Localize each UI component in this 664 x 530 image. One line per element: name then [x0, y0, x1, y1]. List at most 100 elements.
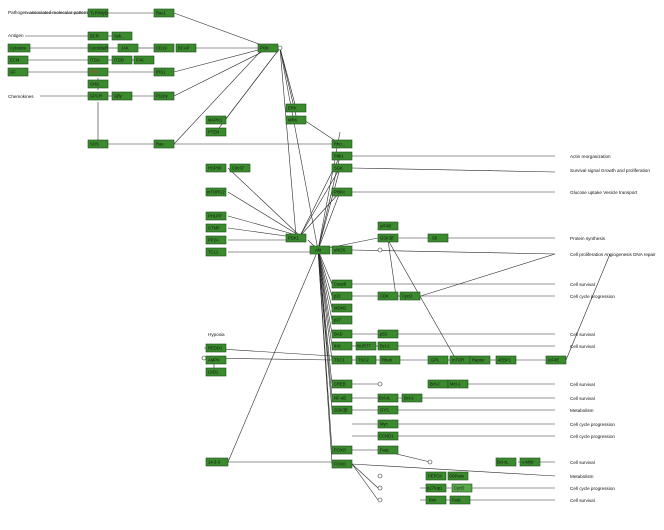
node-itga[interactable]: ITGA	[87, 55, 109, 65]
node-rtk[interactable]: RTK	[87, 67, 109, 77]
svg-text:eNOS: eNOS	[334, 248, 346, 253]
svg-text:Myc: Myc	[380, 422, 388, 427]
node-pdk1-top[interactable]: Pdk1	[331, 151, 353, 161]
node-bcl2-b[interactable]: Bcl-2	[401, 393, 423, 403]
node-bad[interactable]: BAD	[331, 329, 353, 339]
node-rheb[interactable]: Rheb	[379, 355, 401, 365]
node-pepck[interactable]: PEPCK	[425, 471, 447, 481]
node-mapk1[interactable]: MAPK1	[205, 115, 227, 125]
node-cytokine-r[interactable]: CytokineR	[87, 43, 108, 53]
node-irs1[interactable]: IRS1	[153, 67, 175, 77]
node-fasl-b[interactable]: FasL	[449, 495, 471, 505]
svg-text:Rho...: Rho...	[334, 142, 345, 147]
label-metabolism-2: Metabolism	[570, 474, 594, 479]
node-cycd2[interactable]: CycD	[451, 483, 473, 493]
node-cmyb[interactable]: c-Myb	[519, 457, 541, 467]
node-pp2a[interactable]: PP2A	[205, 235, 227, 245]
node-eif4b[interactable]: eIF4B	[377, 221, 399, 231]
node-bcap[interactable]: BCAP	[175, 43, 197, 53]
node-nfkb[interactable]: NF-κB	[331, 393, 353, 403]
node-rac1[interactable]: Rac1	[153, 8, 175, 18]
label-metabolism-1: Metabolism	[570, 408, 594, 413]
node-bcl-xl-b[interactable]: Bcl-xL	[377, 393, 399, 403]
node-mtor[interactable]: mTOR	[449, 355, 471, 365]
node-ras[interactable]: Ras	[153, 139, 175, 149]
node-foxo[interactable]: FOXO	[331, 445, 353, 455]
node-cd19[interactable]: CD19	[153, 43, 175, 53]
node-myc[interactable]: Myc	[377, 419, 399, 429]
node-ecm[interactable]: ECM	[7, 55, 29, 65]
node-bcr[interactable]: BCR	[87, 31, 109, 41]
node-tsc1[interactable]: TSC1	[331, 355, 353, 365]
node-itgb[interactable]: ITGB	[111, 55, 133, 65]
node-pi5kc[interactable]: PI5Kc	[331, 187, 353, 197]
node-jak[interactable]: JAK	[117, 43, 139, 53]
node-4ebp1[interactable]: 4EBP1	[495, 355, 517, 365]
node-syk[interactable]: Syk...	[111, 31, 133, 41]
node-cdc37[interactable]: Cdc37	[229, 163, 251, 173]
node-ampk[interactable]: AMPK	[205, 355, 227, 365]
node-sos[interactable]: SOS	[87, 139, 109, 149]
svg-text:FAK: FAK	[136, 58, 144, 63]
node-tcl1[interactable]: TCL1	[205, 247, 227, 257]
node-mdm2[interactable]: MDM2	[331, 303, 353, 313]
node-akt[interactable]: Akt	[309, 245, 331, 255]
node-14-3-3[interactable]: 14-3-3	[205, 457, 229, 467]
node-mcl1[interactable]: Mcl-1	[447, 379, 469, 389]
node-raptor[interactable]: Raptor	[469, 355, 491, 365]
svg-text:PHLPP: PHLPP	[208, 214, 222, 219]
node-cdk[interactable]: CDK	[377, 291, 399, 301]
node-pdk1[interactable]: PDK1	[285, 233, 307, 243]
svg-text:p21: p21	[334, 294, 342, 299]
node-hsp90[interactable]: HSP90	[205, 163, 227, 173]
node-pi3k[interactable]: PI3K	[257, 43, 279, 53]
node-erk[interactable]: ERK	[285, 103, 307, 113]
node-tsc2[interactable]: TSC2	[355, 355, 377, 365]
node-phlpp[interactable]: PHLPP	[205, 211, 227, 221]
node-sgk[interactable]: SGK	[331, 163, 353, 173]
node-g6pase[interactable]: G6Pase	[447, 471, 469, 481]
node-nur77[interactable]: NUR77	[355, 341, 377, 351]
svg-text:FOXO: FOXO	[334, 462, 347, 467]
node-cytokine[interactable]: Cytokine	[7, 43, 31, 53]
node-fasl[interactable]: FasL	[377, 445, 399, 455]
node-gf[interactable]: GF	[7, 67, 29, 77]
node-tlr-myd[interactable]: TLR/MyD	[87, 8, 109, 18]
node-p27kip1[interactable]: p27Kip1	[425, 483, 447, 493]
node-gbg[interactable]: Gβγ	[111, 91, 133, 101]
node-p53[interactable]: p53	[377, 329, 399, 339]
node-casp9[interactable]: Casp9	[331, 279, 353, 289]
node-ccnd1[interactable]: CCND1	[377, 431, 399, 441]
node-p110g[interactable]: P110γ	[153, 91, 175, 101]
node-rho[interactable]: Rho...	[331, 139, 353, 149]
node-p27[interactable]: p27	[331, 315, 353, 325]
node-bcl2[interactable]: Bcl-2	[427, 379, 449, 389]
node-p21[interactable]: p21	[331, 291, 353, 301]
node-gys[interactable]: GYS	[377, 405, 399, 415]
node-cycd[interactable]: CycD	[399, 291, 421, 301]
svg-text:Ras: Ras	[156, 142, 163, 147]
node-gsk3[interactable]: GSK3β	[331, 405, 353, 415]
node-eif4e[interactable]: eIF4E	[545, 355, 567, 365]
node-creb[interactable]: CREB	[331, 379, 353, 389]
node-gpcr[interactable]: GPCR	[87, 91, 109, 101]
svg-text:PDK1: PDK1	[288, 236, 300, 241]
node-pten[interactable]: PTEN	[205, 127, 227, 137]
node-redd1[interactable]: REDD1	[205, 343, 227, 353]
node-mrk[interactable]: MRK	[285, 115, 307, 125]
node-mtorc2[interactable]: mTORC2	[205, 187, 227, 197]
node-gsk3-top[interactable]: GSK3β	[377, 233, 399, 243]
node-ctmp[interactable]: CTMP	[205, 223, 227, 233]
node-ikk[interactable]: IKK	[331, 341, 353, 351]
node-bim[interactable]: Bim	[425, 495, 447, 505]
node-foxo-b[interactable]: FOXO	[331, 459, 353, 469]
node-grb2[interactable]: Grb2	[87, 79, 109, 89]
node-enos[interactable]: eNOS	[331, 245, 353, 255]
node-gpl[interactable]: GPL	[427, 355, 449, 365]
node-bcl-xl-c[interactable]: Bcl-xL	[495, 457, 517, 467]
node-fak[interactable]: FAK	[133, 55, 155, 65]
node-s6[interactable]: S6	[427, 233, 449, 243]
node-lkb1[interactable]: LKB1	[205, 367, 227, 377]
node-bcl-xl-a[interactable]: Bcl-2	[377, 341, 399, 351]
